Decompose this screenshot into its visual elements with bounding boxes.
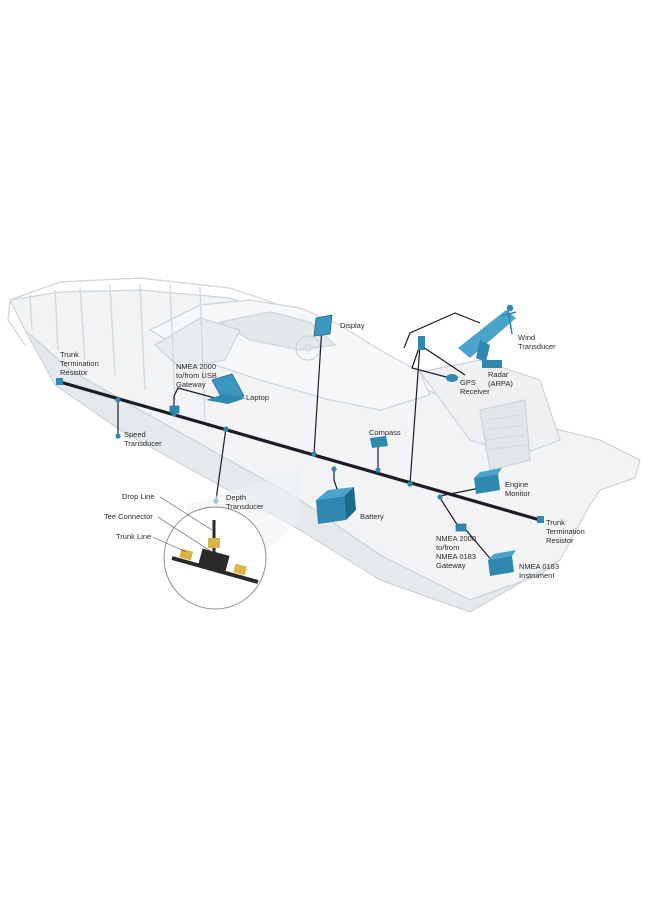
nmea0183-gateway-icon xyxy=(455,523,467,532)
label-trunk-resistor-bow: Trunk Termination Resistor xyxy=(60,350,99,377)
boat-hull xyxy=(9,289,641,613)
compass-icon xyxy=(370,436,388,448)
label-depth-transducer: Depth Transducer xyxy=(226,493,264,511)
nmea0183-instrument-icon xyxy=(488,550,516,576)
battery-icon xyxy=(316,487,356,524)
label-display: Display xyxy=(340,321,365,330)
usb-gateway-icon xyxy=(169,405,180,414)
wind-transducer-icon xyxy=(501,304,517,335)
label-trunk-line: Trunk Line xyxy=(116,532,152,541)
label-radar: Radar (ARPA) xyxy=(488,370,513,388)
display-icon xyxy=(313,314,333,337)
label-nmea0183-gateway: NMEA 2000 to/from NMEA 0183 Gateway xyxy=(436,534,477,570)
gps-receiver-icon xyxy=(418,336,458,382)
radar-icon xyxy=(458,310,516,368)
label-tee-connector: Tee Connector xyxy=(104,512,153,521)
label-usb-gateway: NMEA 2000 to/from USB Gateway xyxy=(176,362,217,389)
label-compass: Compass xyxy=(369,428,401,437)
tee-connector-icon xyxy=(171,520,259,584)
laptop-icon xyxy=(206,373,246,404)
label-trunk-resistor-stern: Trunk Termination Resistor xyxy=(546,518,585,545)
label-wind-transducer: Wind Transducer xyxy=(518,333,556,351)
label-speed-transducer: Speed Transducer xyxy=(124,430,162,448)
tee-detail-inset xyxy=(152,470,300,610)
label-gps-receiver: GPS Receiver xyxy=(460,378,490,396)
label-battery: Battery xyxy=(360,512,384,521)
trunk-resistor-bow-icon xyxy=(56,378,63,385)
tee-connectors xyxy=(115,397,443,504)
label-nmea0183-instrument: NMEA 0183 Instrument xyxy=(519,562,560,580)
bow-railing xyxy=(7,277,281,421)
label-laptop: Laptop xyxy=(246,393,269,402)
trunk-resistor-stern-icon xyxy=(537,516,544,523)
engine-monitor-icon xyxy=(474,468,502,494)
label-engine-monitor: Engine Monitor xyxy=(505,480,531,498)
label-drop-line: Drop Line xyxy=(122,492,155,501)
trunk-line xyxy=(59,380,541,522)
drop-lines xyxy=(117,312,497,567)
